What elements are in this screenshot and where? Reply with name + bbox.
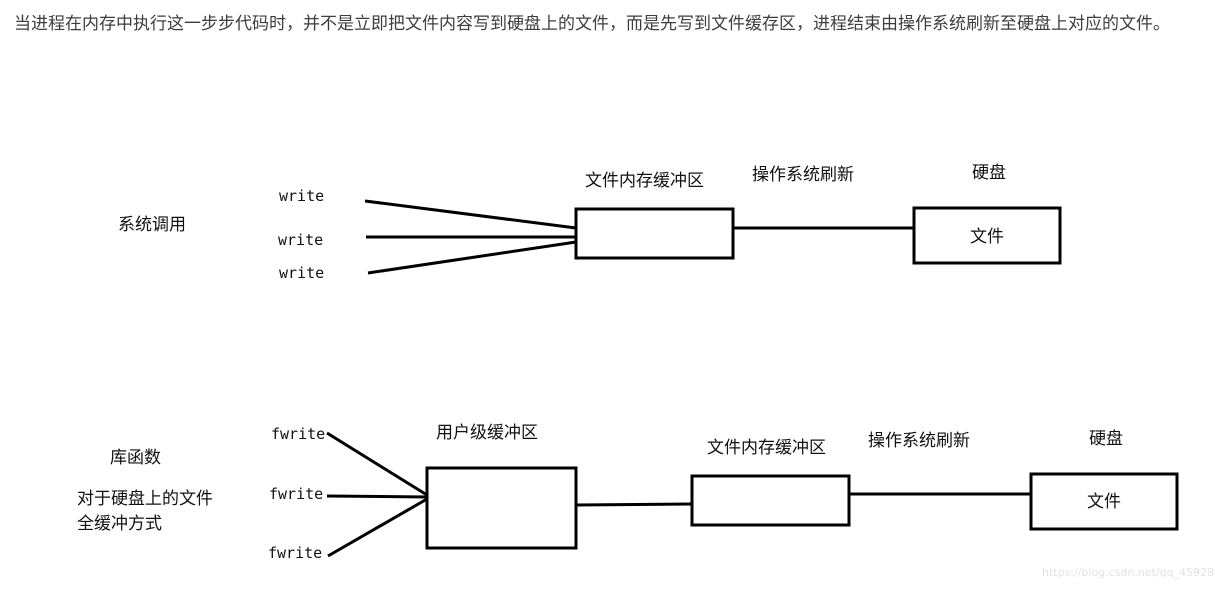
fwrite-arrow-line-3 [327, 497, 428, 558]
user-buffer-title: 用户级缓冲区 [436, 423, 538, 443]
write-arrow-line-1 [364, 199, 577, 230]
intro-paragraph: 当进程在内存中执行这一步步代码时，并不是立即把文件内容写到硬盘上的文件，而是先写… [14, 14, 1170, 34]
library-function-diagram: 库函数 对于硬盘上的文件 全缓冲方式 fwrite fwrite fwrite … [77, 423, 1179, 562]
fwrite-arrow-line-2 [326, 494, 428, 499]
fwrite-call-label-2: fwrite [269, 485, 323, 503]
disk-label: 硬盘 [972, 163, 1006, 183]
fwrite-call-label-3: fwrite [268, 544, 322, 562]
fwrite-call-label-1: fwrite [271, 425, 325, 443]
library-function-label: 库函数 [110, 448, 161, 468]
buffering-note-line-1: 对于硬盘上的文件 [77, 489, 213, 509]
write-call-label-2: write [278, 231, 323, 249]
user-buffer-box [425, 466, 578, 550]
fwrite-arrow-line-1 [326, 431, 428, 497]
write-call-label-3: write [279, 264, 324, 282]
kernel-buffer-box [574, 207, 735, 260]
csdn-watermark: https://blog.csdn.net/qq_45928272 [1042, 566, 1215, 579]
os-flush-label: 操作系统刷新 [752, 165, 854, 185]
system-call-label: 系统调用 [118, 215, 186, 235]
system-call-diagram: 系统调用 write write write 文件内存缓冲区 操作系统刷新 硬盘… [118, 163, 1062, 282]
os-flush-label-2: 操作系统刷新 [868, 431, 970, 451]
disk-file-label: 文件 [970, 227, 1004, 247]
buffering-note-line-2: 全缓冲方式 [77, 514, 162, 534]
user-to-kernel-line [575, 502, 693, 507]
disk-file-box [912, 206, 1062, 265]
kernel-buffer-box-2 [690, 474, 851, 527]
disk-label-2: 硬盘 [1089, 429, 1123, 449]
write-arrow-line-3 [367, 240, 577, 275]
disk-file-label-2: 文件 [1087, 492, 1121, 512]
disk-file-box-2 [1029, 472, 1179, 531]
kernel-buffer-title: 文件内存缓冲区 [585, 171, 704, 191]
kernel-buffer-title-2: 文件内存缓冲区 [707, 438, 826, 458]
write-call-label-1: write [279, 187, 324, 205]
